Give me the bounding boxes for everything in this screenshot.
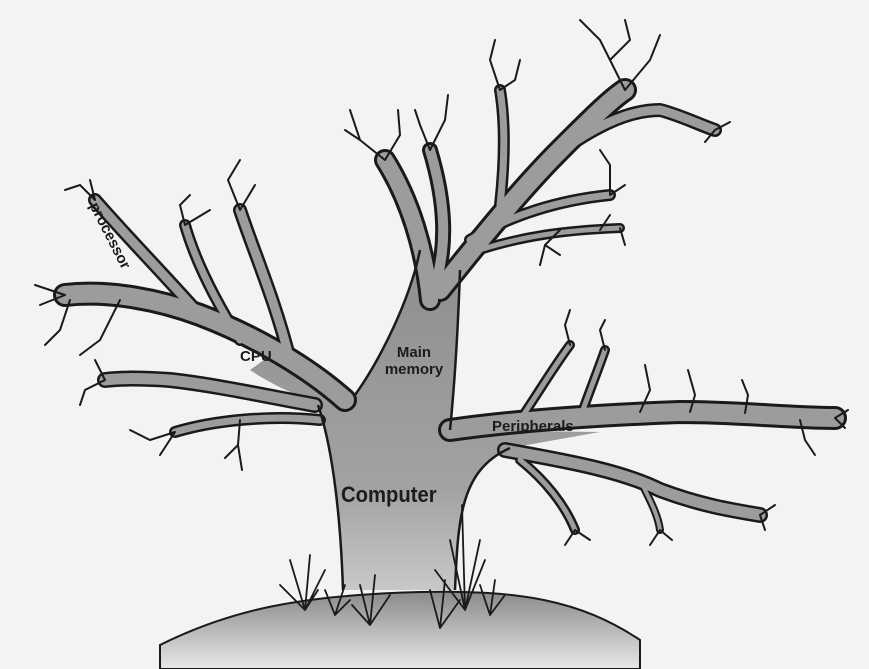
label-peripherals: Peripherals [492,418,574,435]
grass [279,504,506,629]
ground-mound [159,590,641,669]
label-computer: Computer [341,482,437,507]
branch-group [53,78,847,535]
label-cpu: CPU [240,348,272,365]
twigs [34,19,849,546]
label-main-memory: Main memory [384,344,444,378]
